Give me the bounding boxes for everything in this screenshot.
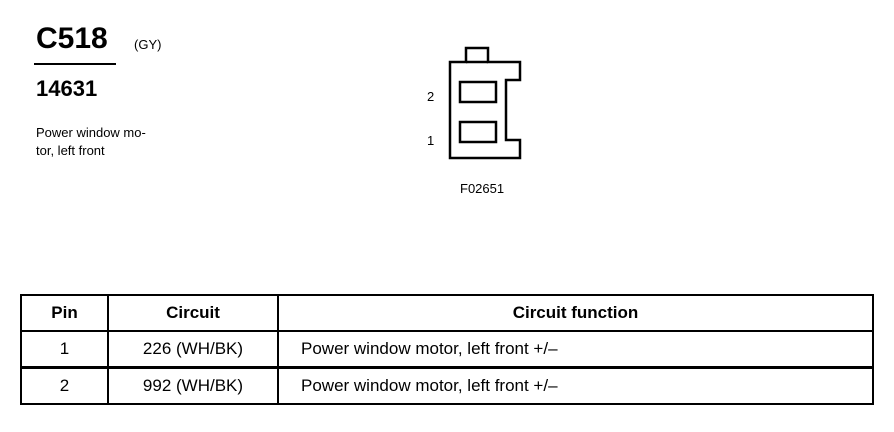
- pin-cavity-2: [458, 80, 498, 104]
- table-header-row: Pin Circuit Circuit function: [20, 294, 874, 332]
- pin-circuit-table: Pin Circuit Circuit function 1 226 (WH/B…: [20, 294, 874, 405]
- connector-face-diagram: 2 1: [427, 46, 522, 160]
- part-number: 14631: [36, 76, 98, 101]
- cell-circuit: 226 (WH/BK): [107, 330, 279, 369]
- connector-housing-outline: [448, 46, 522, 160]
- connector-description: Power window mo-tor, left front: [36, 124, 196, 160]
- cell-circuit-function: Power window motor, left front +/–: [277, 330, 874, 369]
- connector-id: C518: [36, 22, 108, 55]
- connector-color: (GY): [134, 37, 162, 52]
- table-row: 1 226 (WH/BK) Power window motor, left f…: [20, 330, 874, 369]
- cell-pin: 1: [20, 330, 109, 369]
- title-underline: [34, 63, 116, 65]
- description-text: Power window mo-tor, left front: [36, 125, 146, 158]
- pin-label-2: 2: [427, 89, 434, 104]
- cell-pin: 2: [20, 366, 109, 405]
- pin-label-1: 1: [427, 133, 434, 148]
- header-circuit-function: Circuit function: [277, 294, 874, 332]
- figure-code: F02651: [460, 181, 505, 196]
- cell-circuit-function: Power window motor, left front +/–: [277, 366, 874, 405]
- table-row: 2 992 (WH/BK) Power window motor, left f…: [20, 366, 874, 405]
- header-circuit: Circuit: [107, 294, 279, 332]
- pin-cavity-1: [458, 120, 498, 144]
- cell-circuit: 992 (WH/BK): [107, 366, 279, 405]
- header-pin: Pin: [20, 294, 109, 332]
